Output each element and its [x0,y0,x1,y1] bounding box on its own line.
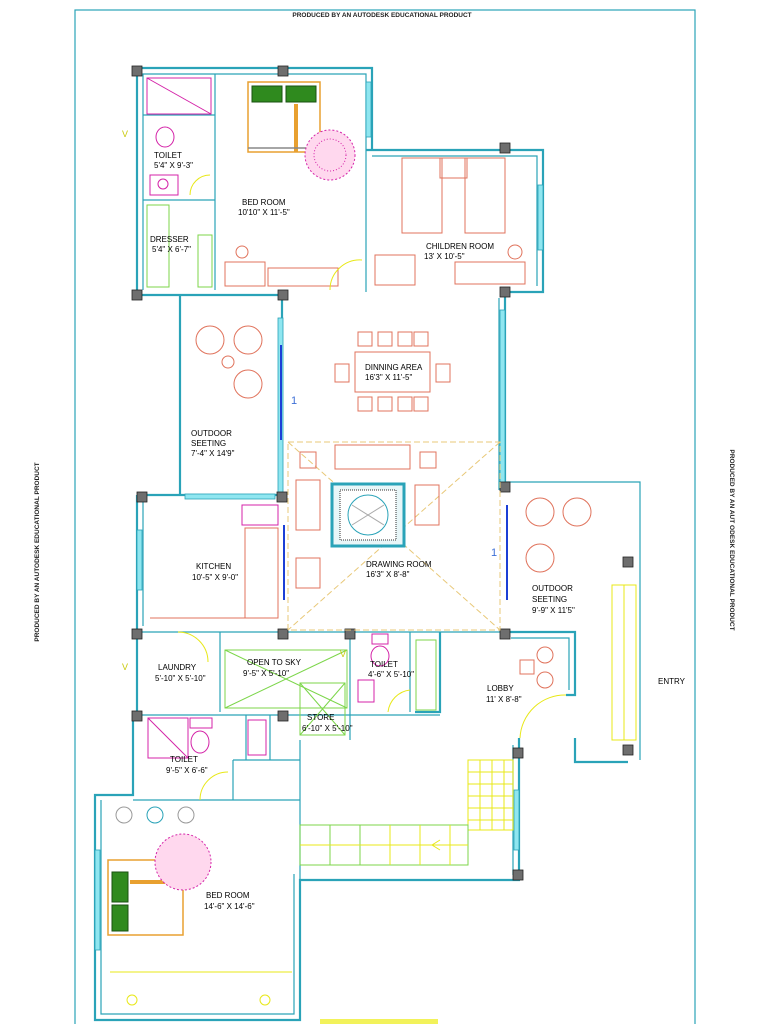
outdoor-right-size: 9'-9" X 11'5" [532,606,575,615]
open-to-sky-size: 9'-5" X 5'-10" [243,669,289,678]
children-room-size: 13' X 10'-5" [424,252,465,261]
lobby-fixtures [519,646,567,739]
laundry-size: 5'-10" X 5'-10" [155,674,206,683]
lobby-name: LOBBY [487,684,514,693]
bedroom-top-size: 10'10" X 11'-5" [238,208,290,217]
watermark-right: PRODUCED BY AN AUT ODESK EDUCATIONAL PRO… [728,449,735,630]
kitchen-size: 10'-5" X 9'-0" [192,573,238,582]
toilet-top-size: 5'4" X 9'-3" [154,161,193,170]
v-mark-laundry: V [122,662,128,672]
drawing-room-furniture [287,441,501,631]
bed-bottom [107,806,292,1006]
entry-label: ENTRY [658,677,686,686]
children-beds [374,157,526,286]
structural-columns [131,65,634,881]
room-labels: TOILET 5'4" X 9'-3" BED ROOM 10'10" X 11… [150,151,686,911]
toilet-bottom-size: 9'-5" X 6'-6" [166,766,208,775]
toilet-top-fixtures [146,77,212,196]
kitchen-counter [150,504,279,619]
outdoor-left-size: 7'-4" X 14'9" [191,449,235,458]
bed-top [247,81,356,181]
store-name: STORE [307,713,334,722]
annotation-marks: V V V 1 1 [122,129,497,672]
level-mark-left: 1 [291,395,297,407]
bedroom-bottom-size: 14'-6" X 14'-6" [204,902,255,911]
children-room-name: CHILDREN ROOM [426,242,494,251]
dining-table [334,331,451,412]
store-fixtures [299,682,346,736]
dining-area-size: 16'3" X 11'-5" [365,373,412,382]
drawing-room-size: 16'3" X 8'-8" [366,570,410,579]
level-mark-right: 1 [491,547,497,559]
toilet-top-name: TOILET [154,151,182,160]
sliding-doors [280,345,508,600]
dresser-size: 5'4" X 6'-7" [152,245,191,254]
dresser-name: DRESSER [150,235,189,244]
sheet-border [74,9,696,1024]
outdoor-right-name: OUTDOOR [532,584,573,593]
store-size: 6'-10" X 5'-10" [302,724,353,733]
toilet-bottom-name: TOILET [170,755,198,764]
toilet-mid-name: TOILET [370,660,398,669]
drawing-room-name: DRAWING ROOM [366,560,432,569]
kitchen-name: KITCHEN [196,562,231,571]
outdoor-right-name2: SEETING [532,595,567,604]
toilet-mid-size: 4'-6" X 5'-10" [368,670,414,679]
bedroom-bottom-name: BED ROOM [206,891,250,900]
mid-service-fixtures [177,631,437,713]
outdoor-left-name: OUTDOOR [191,429,232,438]
lobby-size: 11' X 8'-8" [486,695,522,704]
laundry-name: LAUNDRY [158,663,197,672]
bottom-title-strip [320,1019,438,1024]
dresser-fixtures [146,204,363,291]
v-mark-toilet-top: V [122,129,128,139]
dining-area-name: DINNING AREA [365,363,423,372]
bedroom-top-name: BED ROOM [242,198,286,207]
outdoor-left-name2: SEETING [191,439,226,448]
watermark-left: PRODUCED BY AN AUTODESK EDUCATIONAL PROD… [34,462,41,641]
toilet-bottom-fixtures [147,717,267,801]
outdoor-left-chairs [195,325,263,399]
v-mark-open-sky: V [340,649,346,659]
stairs [299,759,514,866]
interior-partitions [143,74,411,760]
watermark-top: PRODUCED BY AN AUTODESK EDUCATIONAL PROD… [292,12,471,19]
outdoor-right-chairs [525,497,637,741]
open-to-sky-name: OPEN TO SKY [247,658,302,667]
